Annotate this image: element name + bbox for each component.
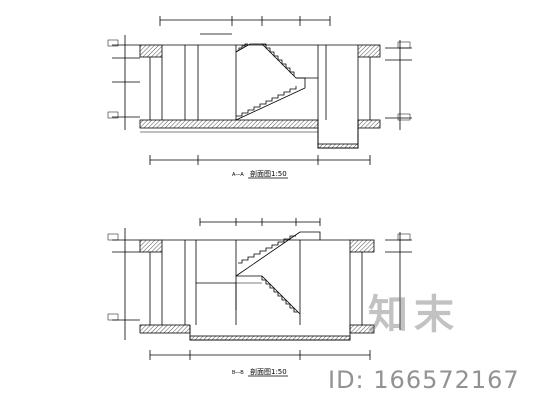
section-1-bottom-dimensions: [149, 155, 371, 165]
section-2: [107, 218, 412, 360]
section-2-title: B—B 剖面图1:50: [232, 367, 288, 377]
section-2-right-elevations: [385, 232, 412, 330]
section-1-stair: [235, 43, 318, 121]
section-1-title: A—A 剖面图1:50: [232, 169, 288, 179]
section-1-right-elevations: [385, 40, 412, 130]
section-2-left-elevations: [107, 228, 140, 340]
section-2-tag: B—B: [232, 370, 244, 376]
section-1-tag: A—A: [232, 172, 244, 178]
section-1-left-elevations: [107, 35, 140, 130]
section-2-bottom-dimensions: [149, 350, 371, 360]
section-2-stair: [235, 231, 321, 315]
watermark-id: ID: 166572167: [328, 366, 520, 394]
section-1: [107, 16, 412, 165]
section-1-top-dimensions: [159, 16, 331, 26]
section-1-floor-slab: [139, 119, 381, 149]
section-2-interior-lines: [162, 239, 350, 325]
section-1-title-text: 剖面图1:50: [250, 169, 287, 178]
section-1-right-wall: [357, 44, 381, 120]
section-1-interior-lines: [162, 33, 358, 120]
section-1-left-wall: [139, 44, 163, 120]
section-2-title-text: 剖面图1:50: [250, 367, 287, 376]
section-2-top-dimensions: [199, 218, 321, 226]
section-2-right-wall: [349, 239, 375, 325]
section-2-left-wall: [139, 239, 163, 325]
section-2-floor-slab: [139, 324, 375, 341]
watermark-logo: 知末: [368, 292, 460, 338]
